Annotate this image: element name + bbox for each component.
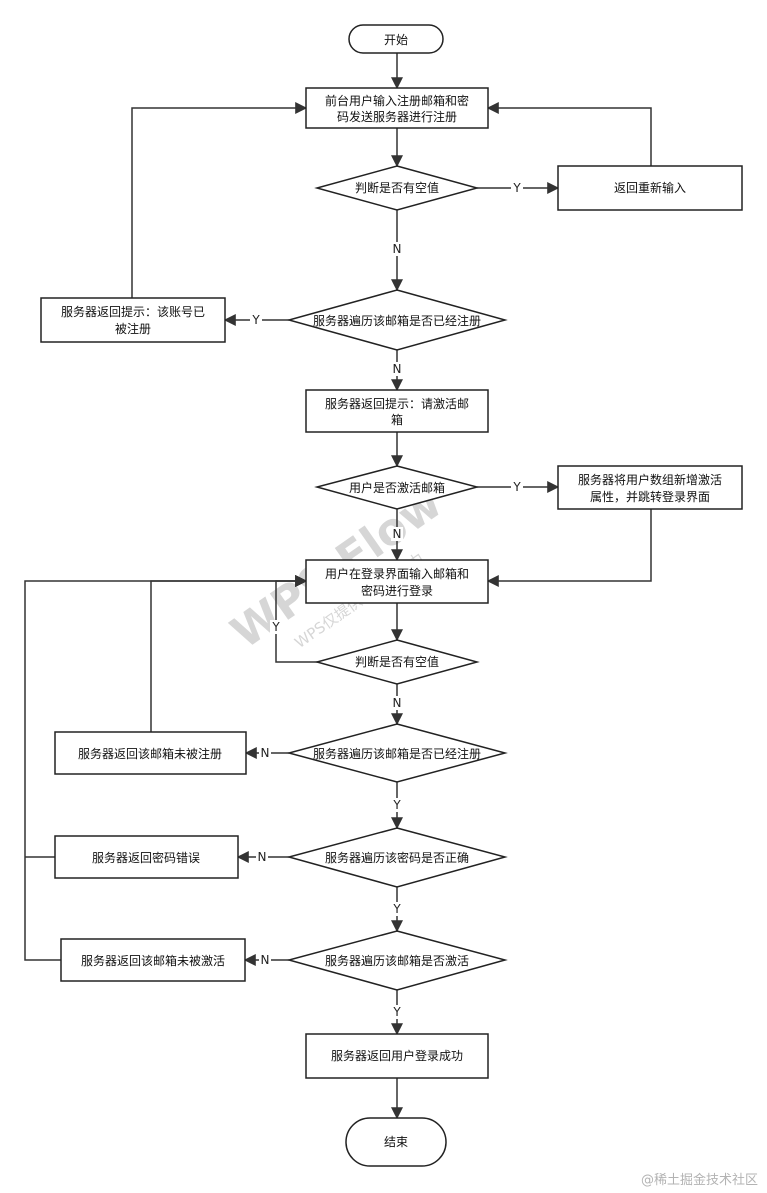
check-empty-2-label: 判断是否有空值	[355, 654, 439, 669]
login-input-label-2: 密码进行登录	[361, 583, 433, 598]
login-input-node: 用户在登录界面输入邮箱和 密码进行登录	[305, 559, 489, 604]
label-empty2-no: N	[393, 696, 402, 710]
register-input-label-1: 前台用户输入注册邮箱和密	[325, 93, 469, 108]
label-act1-no: N	[393, 527, 402, 541]
not-registered-label: 服务器返回该邮箱未被注册	[78, 746, 222, 761]
footer-credit: @稀土掘金技术社区	[641, 1172, 758, 1188]
label-reg1-no: N	[393, 362, 402, 376]
prompt-activate-label-1: 服务器返回提示：请激活邮	[325, 396, 469, 411]
edge-reinput-back	[486, 102, 652, 166]
login-success-node: 服务器返回用户登录成功	[305, 1033, 489, 1079]
end-node: 结束	[345, 1117, 447, 1167]
label-reg2-yes: Y	[392, 798, 401, 812]
already-registered-label-1: 服务器返回提示：该账号已	[61, 304, 205, 319]
check-registered-2-node: 服务器遍历该邮箱是否已经注册	[286, 723, 508, 783]
add-activation-label-1: 服务器将用户数组新增激活	[578, 472, 722, 487]
label-empty2-yes: Y	[271, 620, 280, 634]
label-pwd-yes: Y	[392, 902, 401, 916]
check-activated-2-node: 服务器遍历该邮箱是否激活	[286, 930, 508, 991]
already-registered-label-2: 被注册	[115, 321, 151, 336]
login-success-label: 服务器返回用户登录成功	[331, 1048, 463, 1063]
label-act1-yes: Y	[512, 480, 521, 494]
label-reg2-no: N	[261, 746, 270, 760]
login-input-label-1: 用户在登录界面输入邮箱和	[325, 566, 469, 581]
label-empty1-yes: Y	[512, 181, 521, 195]
start-label: 开始	[384, 33, 408, 47]
check-registered-1-label: 服务器遍历该邮箱是否已经注册	[313, 313, 481, 328]
check-empty-2-node: 判断是否有空值	[314, 639, 480, 685]
register-input-node: 前台用户输入注册邮箱和密 码发送服务器进行注册	[305, 87, 489, 129]
edge-activation-to-login	[486, 509, 652, 587]
already-registered-node: 服务器返回提示：该账号已 被注册	[40, 297, 226, 343]
start-node: 开始	[348, 24, 444, 54]
check-password-node: 服务器遍历该密码是否正确	[286, 827, 508, 888]
add-activation-label-2: 属性，并跳转登录界面	[590, 489, 710, 504]
check-activated-1-node: 用户是否激活邮箱	[314, 465, 480, 510]
label-reg1-yes: Y	[251, 313, 260, 327]
not-activated-label: 服务器返回该邮箱未被激活	[81, 953, 225, 968]
edge-notact-back	[24, 575, 308, 961]
register-input-label-2: 码发送服务器进行注册	[337, 109, 457, 124]
end-label: 结束	[384, 1135, 408, 1149]
check-empty-1-label: 判断是否有空值	[355, 180, 439, 195]
label-act2-yes: Y	[392, 1005, 401, 1019]
not-activated-node: 服务器返回该邮箱未被激活	[60, 938, 246, 982]
label-empty1-no: N	[393, 242, 402, 256]
check-registered-1-node: 服务器遍历该邮箱是否已经注册	[286, 289, 508, 351]
prompt-activate-node: 服务器返回提示：请激活邮 箱	[305, 389, 489, 433]
check-empty-1-node: 判断是否有空值	[314, 165, 480, 211]
check-registered-2-label: 服务器遍历该邮箱是否已经注册	[313, 746, 481, 761]
reinput-node: 返回重新输入	[557, 165, 743, 211]
reinput-label: 返回重新输入	[614, 180, 686, 195]
prompt-activate-label-2: 箱	[391, 412, 403, 427]
label-pwd-no: N	[258, 850, 267, 864]
password-error-label: 服务器返回密码错误	[92, 850, 200, 865]
label-act2-no: N	[261, 953, 270, 967]
not-registered-node: 服务器返回该邮箱未被注册	[54, 731, 247, 775]
check-password-label: 服务器遍历该密码是否正确	[325, 850, 469, 865]
check-activated-1-label: 用户是否激活邮箱	[349, 480, 445, 495]
edge-labels: Y N Y N Y N Y N N Y N Y N Y	[250, 181, 523, 1019]
password-error-node: 服务器返回密码错误	[54, 835, 239, 879]
add-activation-node: 服务器将用户数组新增激活 属性，并跳转登录界面	[557, 465, 743, 510]
edge-registered-back	[131, 102, 308, 298]
check-activated-2-label: 服务器遍历该邮箱是否激活	[325, 953, 469, 968]
